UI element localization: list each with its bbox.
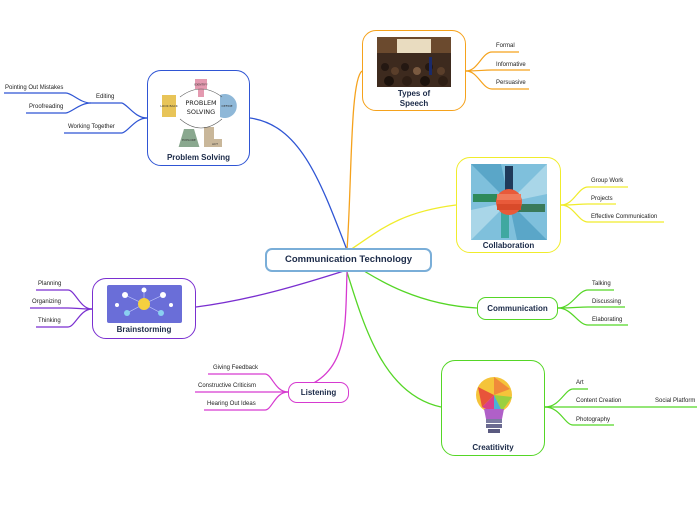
svg-text:EXPLORE: EXPLORE (182, 138, 196, 142)
leaf-organizing[interactable]: Organizing (32, 299, 62, 305)
communication-title: Communication (487, 304, 548, 313)
svg-text:LOOK BACK: LOOK BACK (160, 104, 178, 108)
leaf-persuasive[interactable]: Persuasive (496, 80, 526, 86)
leaf-art[interactable]: Art (576, 380, 584, 386)
leaf-planning[interactable]: Planning (38, 281, 62, 287)
topic-brainstorming[interactable]: Brainstorming (92, 278, 196, 339)
leaf-working-together[interactable]: Working Together (68, 124, 115, 130)
central-topic[interactable]: Communication Technology (265, 248, 432, 272)
connector-problem-solving (249, 117, 348, 251)
hands-together-image (471, 164, 547, 240)
topic-listening[interactable]: Listening (288, 382, 349, 403)
leaf-projects[interactable]: Projects (591, 196, 613, 202)
svg-text:DEFINE: DEFINE (222, 104, 233, 108)
leaf-proofreading[interactable]: Proofreading (29, 104, 64, 110)
leaf-elaborating[interactable]: Elaborating (592, 317, 623, 323)
topic-creativity[interactable]: Creatitivity (441, 360, 545, 456)
connector-types-of-speech (346, 70, 363, 251)
leaf-giving-feedback[interactable]: Giving Feedback (213, 365, 259, 371)
topic-communication[interactable]: Communication (477, 297, 558, 320)
leaf-hearing-out-ideas[interactable]: Hearing Out Ideas (207, 401, 256, 407)
leaf-photography[interactable]: Photography (576, 417, 611, 423)
leaf-formal[interactable]: Formal (496, 43, 515, 49)
connector-brainstorming (195, 269, 348, 308)
svg-text:IDENTIFY: IDENTIFY (194, 83, 208, 87)
leaf-group-work[interactable]: Group Work (591, 178, 624, 184)
problem-solving-image: IDENTIFY LOOK BACK DEFINE EXPLORE ACT PR… (160, 79, 237, 147)
listening-title: Listening (300, 388, 337, 397)
leaf-thinking[interactable]: Thinking (38, 318, 61, 324)
creativity-title: Creatitivity (472, 443, 514, 452)
svg-text:ACT: ACT (212, 142, 218, 146)
brainstorm-network-image (107, 285, 182, 323)
connector-listening (287, 271, 348, 393)
topic-collaboration[interactable]: Collaboration (456, 157, 561, 253)
collaboration-title: Collaboration (482, 241, 535, 250)
leaf-discussing[interactable]: Discussing (592, 299, 622, 305)
speech-audience-image (377, 37, 451, 87)
lightbulb-icon (476, 377, 512, 433)
svg-text:PROBLEM: PROBLEM (185, 99, 216, 107)
leaf-talking[interactable]: Talking (592, 281, 611, 287)
svg-text:SOLVING: SOLVING (187, 108, 215, 116)
leaf-effective-communication[interactable]: Effective Communication (591, 214, 658, 220)
leaf-pointing-out-mistakes[interactable]: Pointing Out Mistakes (5, 85, 64, 91)
leaf-constructive-criticism[interactable]: Constructive Criticism (198, 383, 257, 389)
topic-problem-solving[interactable]: IDENTIFY LOOK BACK DEFINE EXPLORE ACT PR… (147, 70, 250, 166)
leaf-social-platform[interactable]: Social Platform (655, 398, 696, 404)
problem-solving-title: Problem Solving (166, 153, 231, 162)
leaf-informative[interactable]: Informative (496, 62, 526, 68)
connector-collaboration (349, 204, 457, 251)
connector-creativity (346, 271, 442, 408)
leaf-content-creation[interactable]: Content Creation (576, 398, 622, 404)
leaf-editing[interactable]: Editing (96, 94, 115, 100)
brainstorming-title: Brainstorming (116, 325, 172, 334)
